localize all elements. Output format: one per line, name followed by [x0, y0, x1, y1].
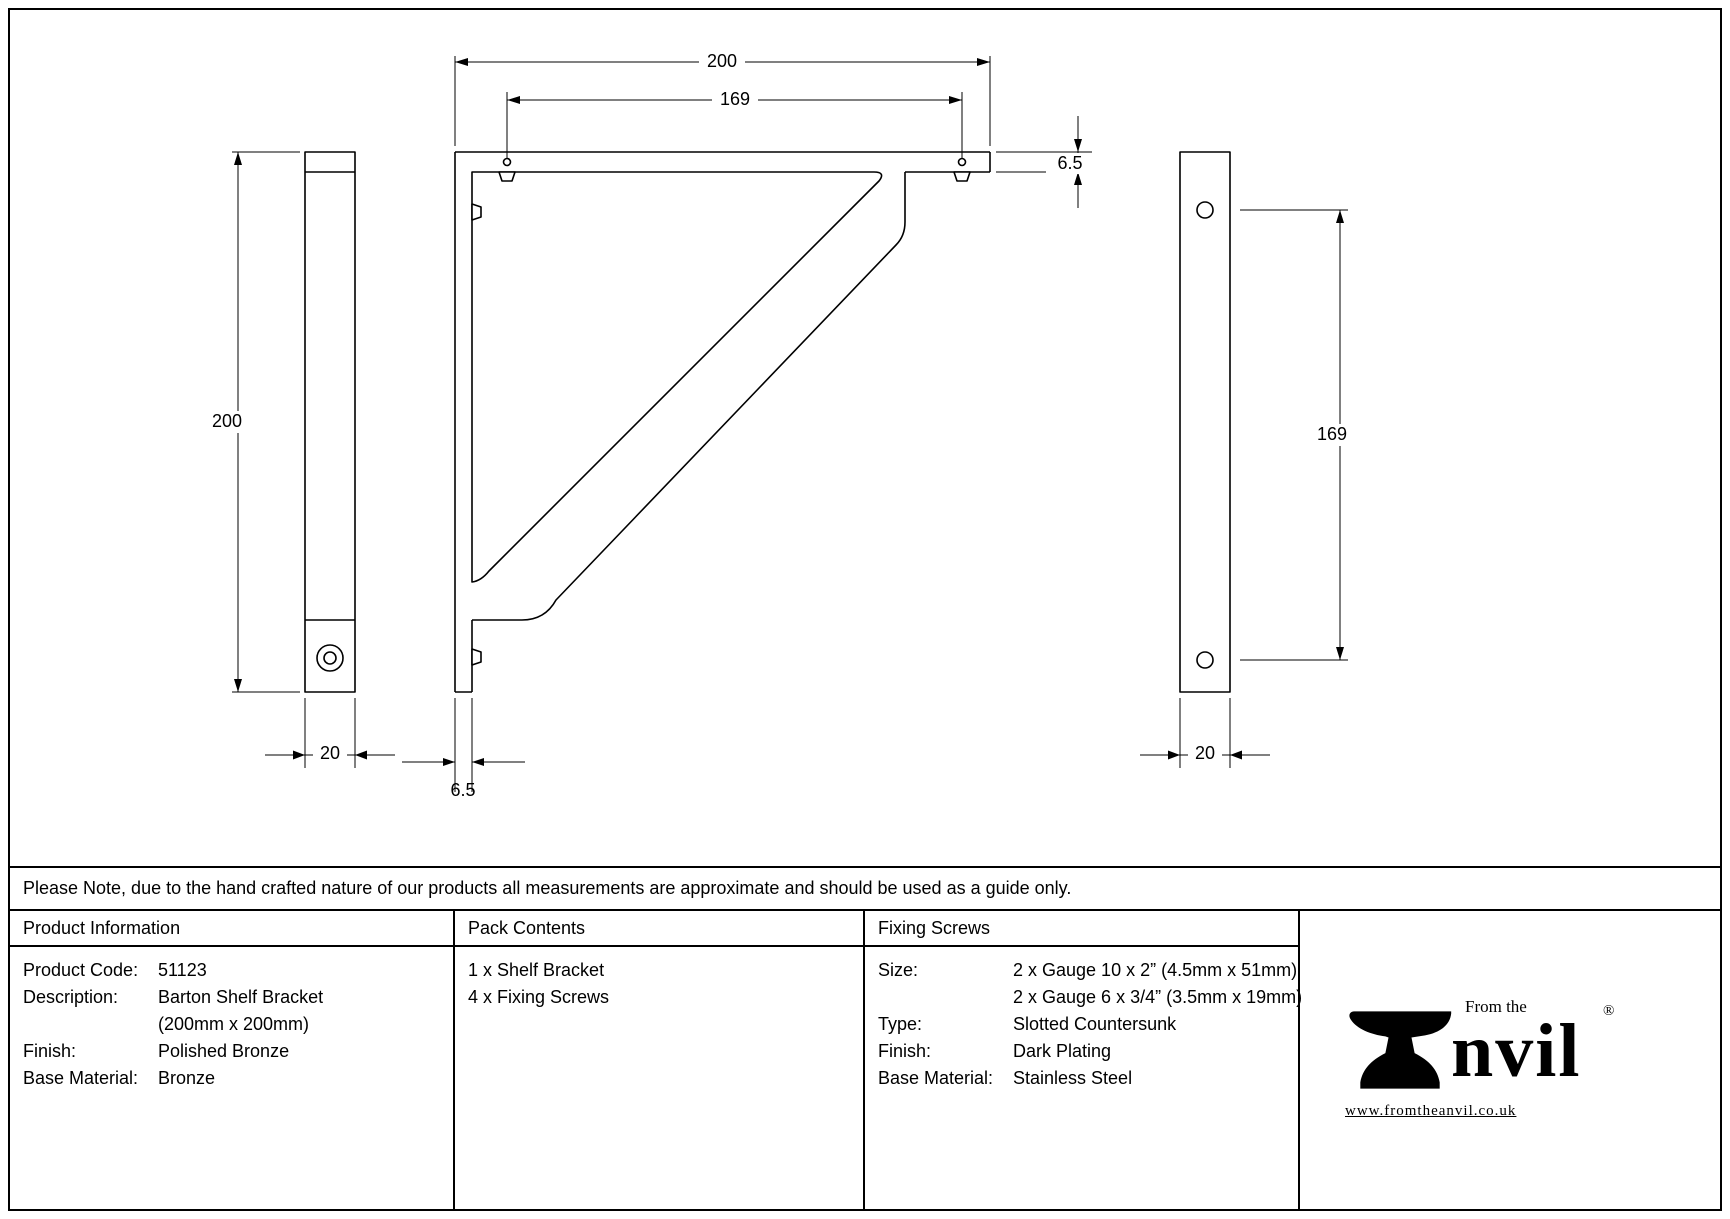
drawing-area: 200 20 200 169 6.5 6.5 169 20: [10, 10, 1720, 866]
registered-trademark-icon: ®: [1603, 1003, 1615, 1019]
product-code-value: 51123: [158, 960, 207, 980]
screw-size-value-2: 2 x Gauge 6 x 3/4” (3.5mm x 19mm): [1013, 987, 1303, 1007]
dim-upright-thickness-label: 6.5: [450, 780, 475, 800]
front-view-part: [454, 151, 991, 693]
product-code-row: Product Code: 51123: [23, 957, 440, 984]
pack-contents-body: 1 x Shelf Bracket 4 x Fixing Screws: [455, 947, 863, 1021]
measurement-note: Please Note, due to the hand crafted nat…: [10, 866, 1720, 911]
logo-website: www.fromtheanvil.co.uk: [1345, 1103, 1517, 1119]
screw-size-label: Size:: [878, 960, 919, 980]
screw-finish-label: Finish:: [878, 1041, 932, 1061]
dimension-labels: 200 20 200 169 6.5 6.5 169 20: [204, 51, 1355, 800]
screw-hole-mark: [502, 157, 512, 167]
dim-top-arm-thickness-label: 6.5: [1057, 153, 1082, 173]
screw-bosses: [471, 171, 971, 666]
pack-contents-header: Pack Contents: [455, 911, 863, 947]
technical-drawing: 200 20 200 169 6.5 6.5 169 20: [204, 51, 1355, 800]
pack-item: 1 x Shelf Bracket: [468, 960, 605, 980]
fixing-screws-body: Size: 2 x Gauge 10 x 2” (4.5mm x 51mm) 2…: [865, 947, 1302, 1102]
dim-right-width-label: 20: [1195, 743, 1215, 763]
triangular-opening: [471, 171, 883, 583]
base-material-label: Base Material:: [23, 1068, 139, 1088]
screw-finish-value: Dark Plating: [1013, 1041, 1112, 1061]
description-row: Description: Barton Shelf Bracket (200mm…: [23, 984, 440, 1038]
fixing-screws-header: Fixing Screws: [865, 911, 1298, 947]
dim-right-hole-span-label: 169: [1317, 424, 1347, 444]
finish-label: Finish:: [23, 1041, 77, 1061]
description-label: Description:: [23, 987, 119, 1007]
anvil-icon: [1349, 1011, 1452, 1089]
countersunk-hole-icon: [316, 644, 344, 672]
logo-tagline: From the: [1465, 997, 1527, 1016]
finish-value: Polished Bronze: [158, 1041, 290, 1061]
dim-front-hole-span-label: 169: [720, 89, 750, 109]
base-material-value: Bronze: [158, 1068, 216, 1088]
fixing-screws-column: Fixing Screws Size: 2 x Gauge 10 x 2” (4…: [865, 911, 1302, 1209]
product-information-body: Product Code: 51123 Description: Barton …: [10, 947, 453, 1102]
dimension-arrows: [234, 58, 1344, 766]
product-information-column: Product Information Product Code: 51123 …: [10, 911, 455, 1209]
screw-type-label: Type:: [878, 1014, 923, 1034]
screw-base-material-row: Base Material: Stainless Steel: [878, 1065, 1285, 1092]
datasheet-frame: 200 20 200 169 6.5 6.5 169 20 Please Not…: [8, 8, 1722, 1211]
screw-hole-icon: [1196, 201, 1214, 219]
dim-left-width-label: 20: [320, 743, 340, 763]
anvil-logo: From the nvil ® www.fromtheanvil.co.uk: [1345, 995, 1675, 1125]
description-line1: Barton Shelf Bracket: [158, 987, 324, 1007]
description-value: Barton Shelf Bracket (200mm x 200mm): [158, 984, 440, 1038]
screw-size-value-1: 2 x Gauge 10 x 2” (4.5mm x 51mm): [1013, 960, 1298, 980]
screw-base-material-value: Stainless Steel: [1013, 1068, 1133, 1088]
product-information-header: Product Information: [10, 911, 453, 947]
dim-front-width-label: 200: [707, 51, 737, 71]
dim-left-height-label: 200: [212, 411, 242, 431]
screw-type-row: Type: Slotted Countersunk: [878, 1011, 1285, 1038]
spec-table: Product Information Product Code: 51123 …: [10, 911, 1720, 1209]
base-material-row: Base Material: Bronze: [23, 1065, 440, 1092]
description-line2: (200mm x 200mm): [158, 1014, 310, 1034]
finish-row: Finish: Polished Bronze: [23, 1038, 440, 1065]
left-side-view-part: [304, 151, 356, 693]
screw-size-row: Size: 2 x Gauge 10 x 2” (4.5mm x 51mm): [878, 957, 1297, 984]
screw-size-row-2: 2 x Gauge 6 x 3/4” (3.5mm x 19mm): [878, 984, 1302, 1011]
pack-contents-column: Pack Contents 1 x Shelf Bracket 4 x Fixi…: [455, 911, 865, 1209]
logo-brand-text: nvil: [1451, 1009, 1582, 1093]
screw-size-label-2: [878, 984, 1013, 1011]
brace-outer-edge: [472, 172, 906, 621]
right-side-view-part: [1179, 151, 1231, 693]
pack-item: 4 x Fixing Screws: [468, 987, 610, 1007]
product-code-label: Product Code:: [23, 960, 139, 980]
brand-logo-cell: From the nvil ® www.fromtheanvil.co.uk: [1300, 911, 1720, 1209]
screw-hole-icon: [1196, 651, 1214, 669]
screw-finish-row: Finish: Dark Plating: [878, 1038, 1285, 1065]
screw-base-material-label: Base Material:: [878, 1068, 994, 1088]
screw-type-value: Slotted Countersunk: [1013, 1014, 1177, 1034]
screw-hole-mark: [957, 157, 967, 167]
